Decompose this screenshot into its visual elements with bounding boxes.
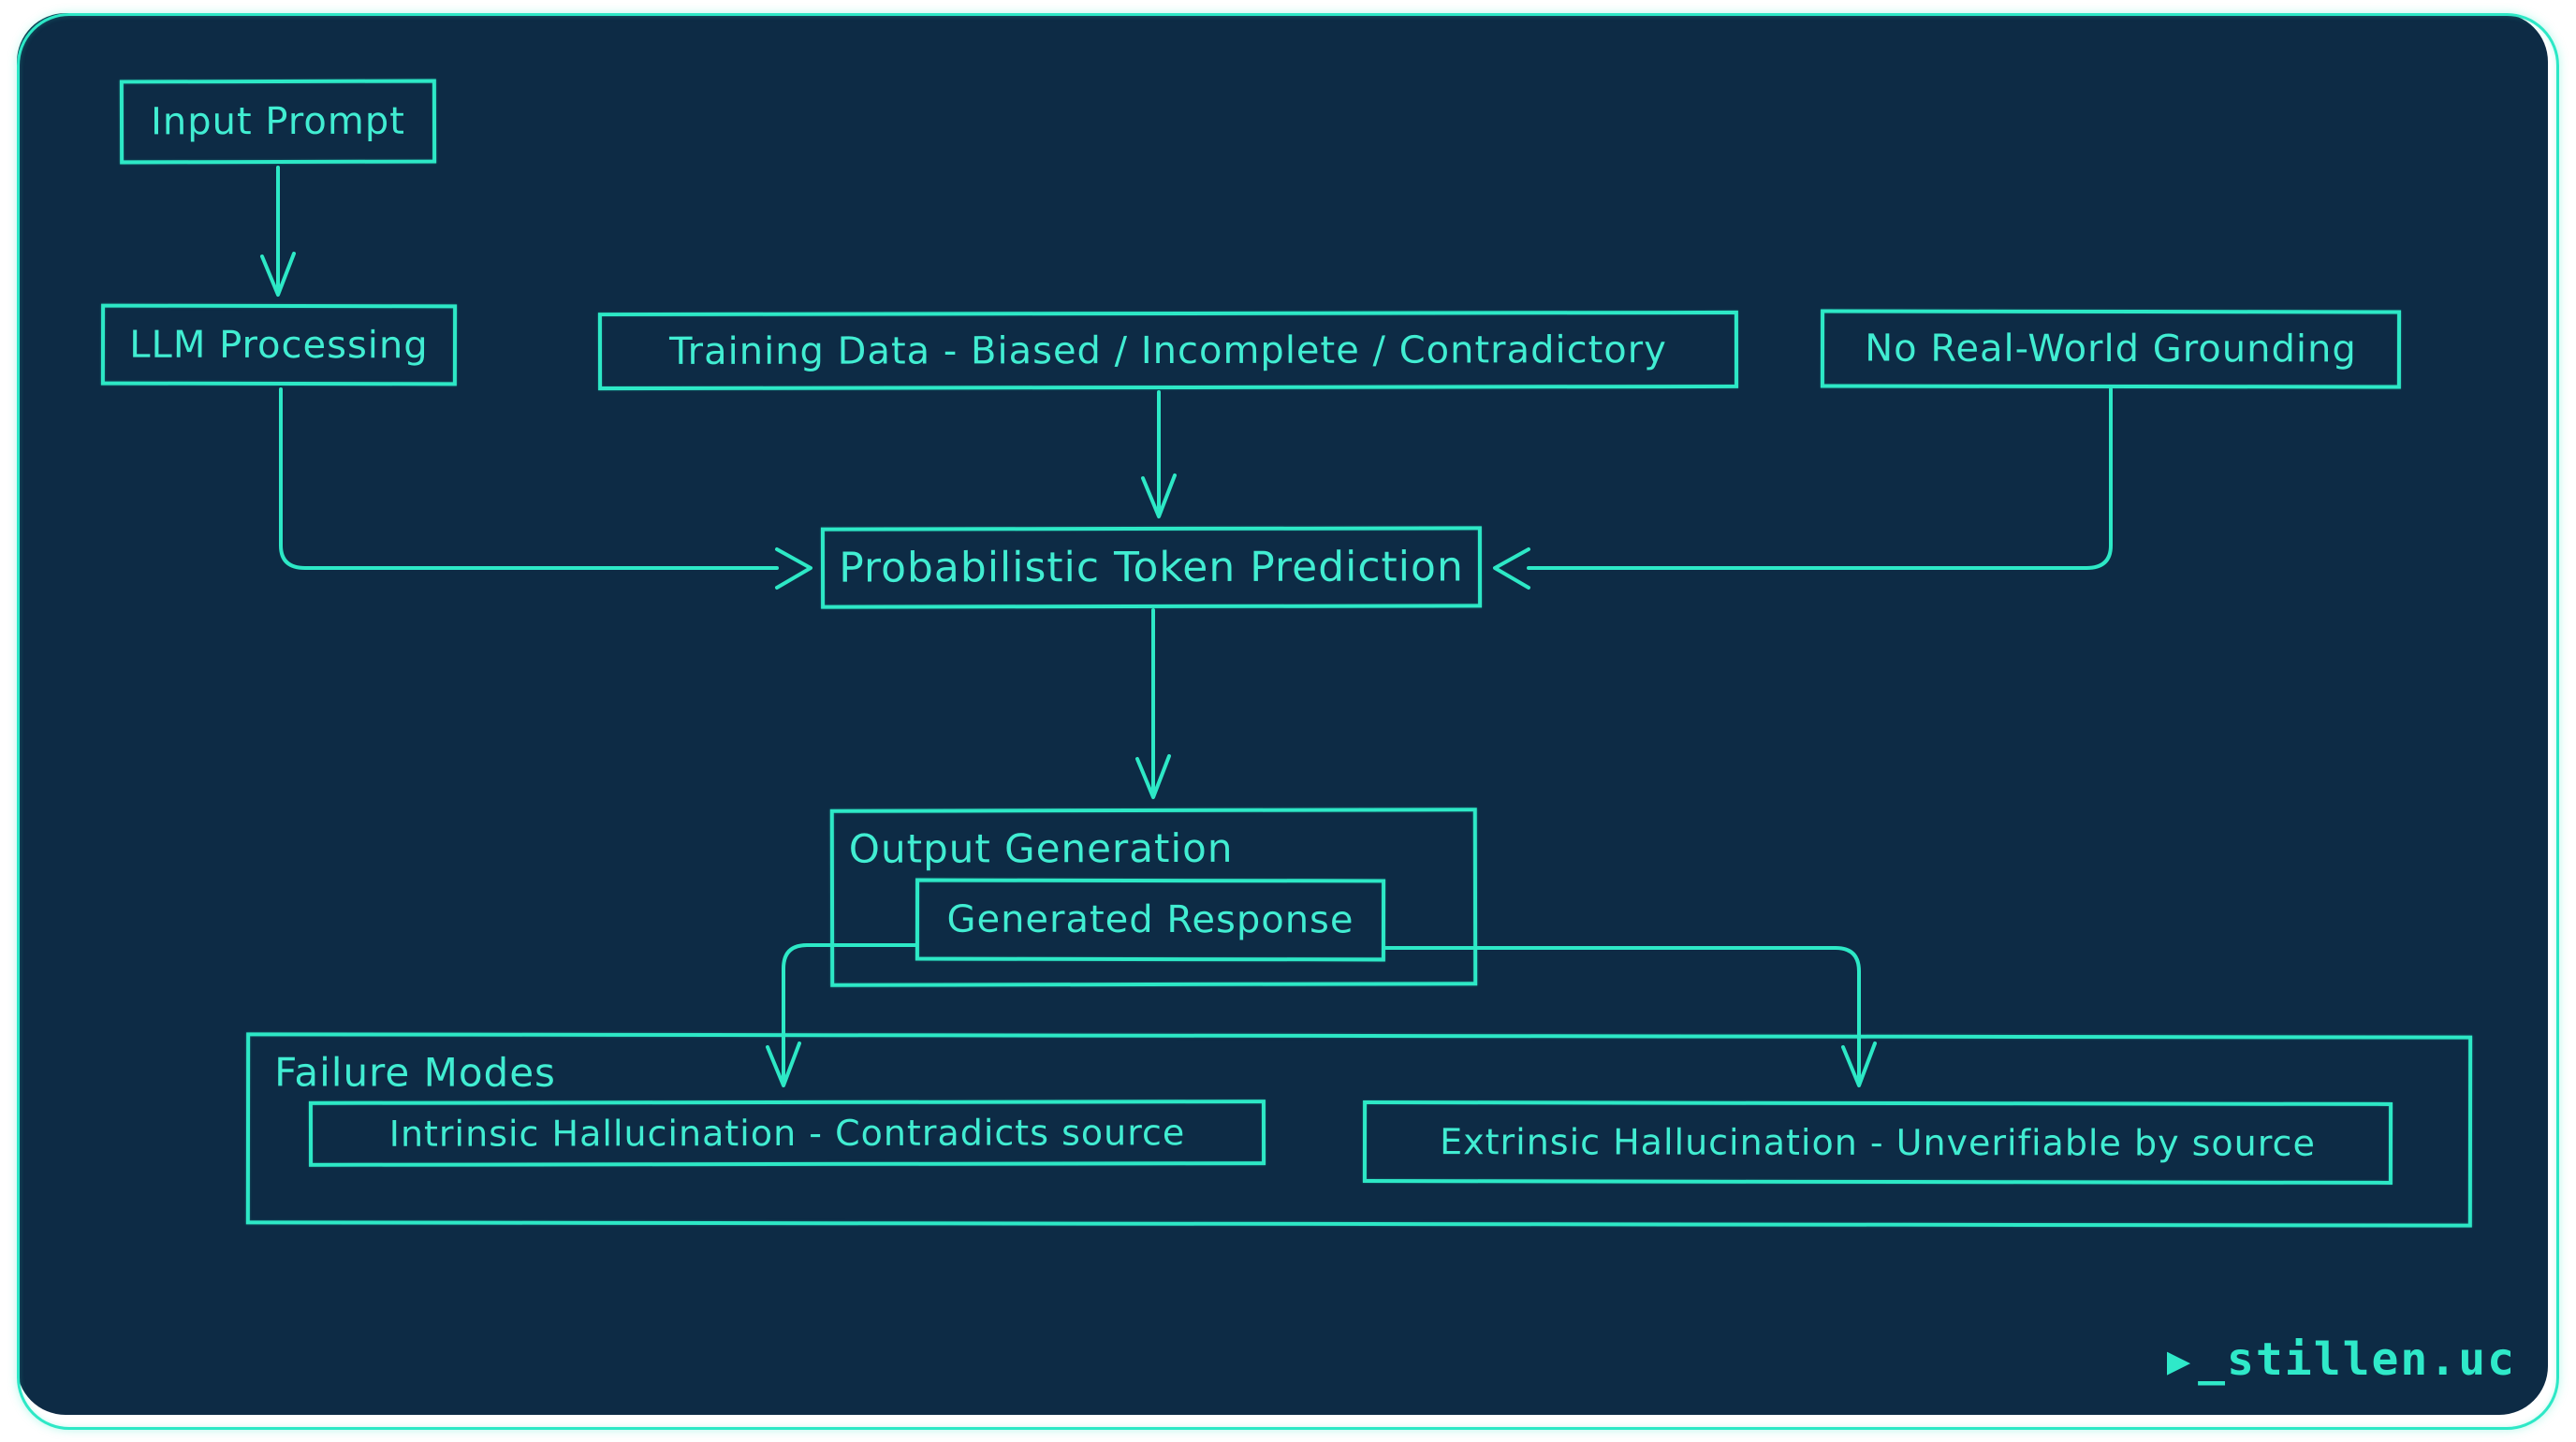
container-output-generation-label: Output Generation <box>848 824 1234 872</box>
node-generated-response-label: Generated Response <box>946 897 1354 942</box>
play-cursor-icon: ▶ <box>2166 1336 2193 1383</box>
node-extrinsic-hallucination[interactable]: Extrinsic Hallucination - Unverifiable b… <box>1362 1100 2393 1185</box>
watermark: ▶ _stillen.uc <box>2167 1333 2516 1386</box>
panel-background <box>17 13 2548 1415</box>
container-failure-modes-label: Failure Modes <box>274 1049 556 1096</box>
node-input-prompt[interactable]: Input Prompt <box>119 79 437 165</box>
node-llm-processing[interactable]: LLM Processing <box>100 303 458 386</box>
node-input-prompt-label: Input Prompt <box>151 99 405 144</box>
node-training-data-label: Training Data - Biased / Incomplete / Co… <box>669 328 1667 373</box>
node-intrinsic-hallucination[interactable]: Intrinsic Hallucination - Contradicts so… <box>308 1100 1266 1167</box>
watermark-label: _stillen.uc <box>2198 1333 2516 1386</box>
node-no-real-world-grounding-label: No Real-World Grounding <box>1865 327 2357 371</box>
node-extrinsic-hallucination-label: Extrinsic Hallucination - Unverifiable b… <box>1440 1121 2316 1164</box>
node-intrinsic-hallucination-label: Intrinsic Hallucination - Contradicts so… <box>388 1112 1186 1155</box>
node-llm-processing-label: LLM Processing <box>129 323 429 367</box>
node-training-data[interactable]: Training Data - Biased / Incomplete / Co… <box>597 310 1739 391</box>
node-no-real-world-grounding[interactable]: No Real-World Grounding <box>1820 309 2402 389</box>
node-probabilistic-token-prediction[interactable]: Probabilistic Token Prediction <box>820 526 1483 609</box>
node-generated-response[interactable]: Generated Response <box>915 878 1386 962</box>
node-probabilistic-token-prediction-label: Probabilistic Token Prediction <box>839 543 1464 592</box>
